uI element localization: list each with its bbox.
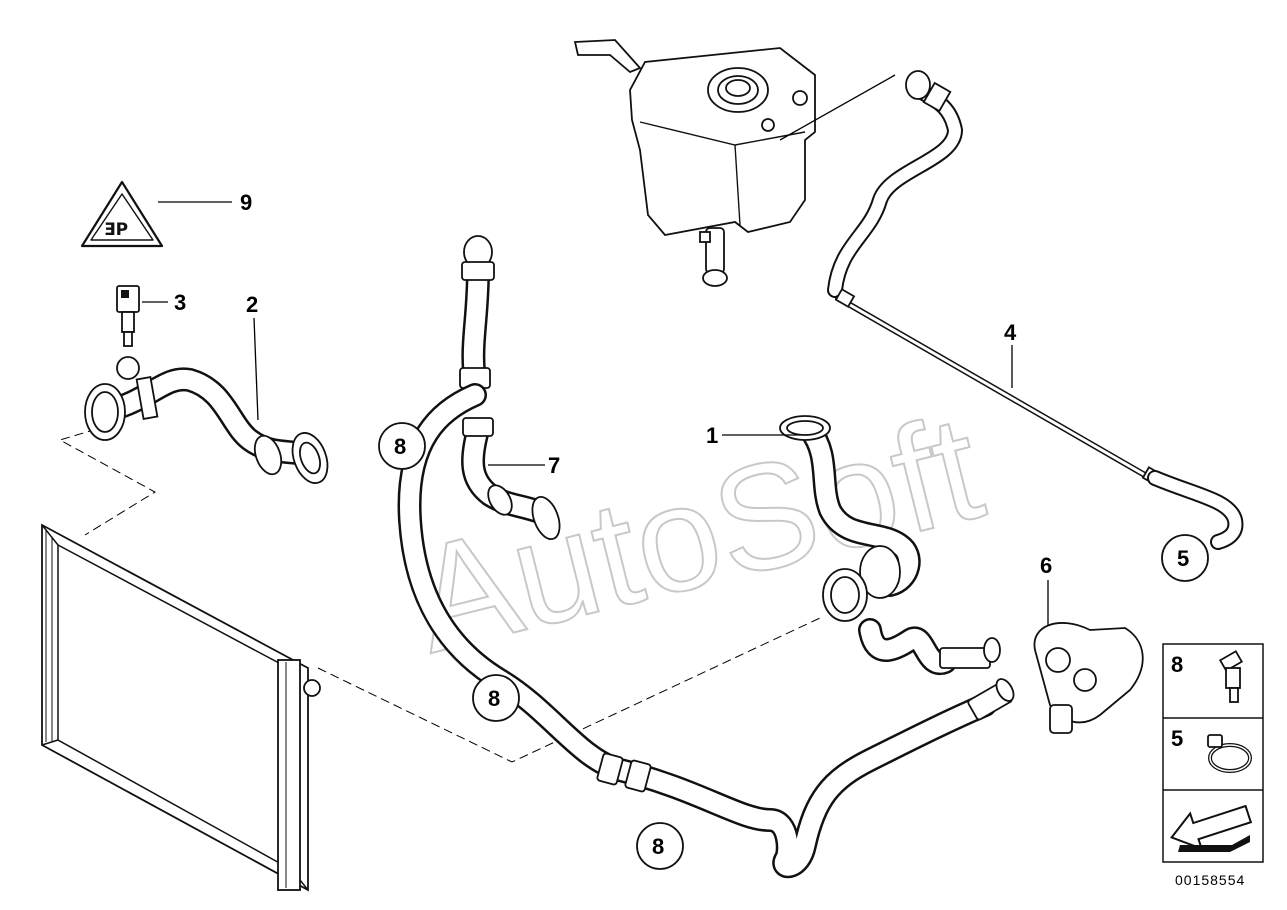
diagram-id: 00158554 [1175,872,1245,888]
expansion-tank [573,39,816,287]
callout-7: 7 [548,453,560,478]
temperature-sensor [116,285,140,347]
hose-7 [459,235,561,540]
callout-1: 1 [706,423,718,448]
svg-text:ƎP: ƎP [104,220,128,240]
circled-callout-8a: 8 [378,422,426,470]
clip-icon [1218,650,1244,703]
warning-triangle-icon: ƎP [80,180,164,248]
svg-text:8: 8 [488,686,500,711]
legend-item-8: 8 [1171,652,1183,677]
assembly-dashed-lines [58,424,821,763]
callout-9: 9 [240,190,252,215]
svg-text:8: 8 [394,434,406,459]
hose-clip-holder [1033,622,1144,734]
legend-item-5: 5 [1171,726,1183,751]
callout-2: 2 [246,292,258,317]
hose-clamp-icon [1207,734,1252,773]
hose-1 [779,415,1001,675]
arrow-icon [1170,804,1253,852]
long-lower-hose [397,383,1015,879]
circled-callout-8c: 8 [636,822,684,870]
circled-callout-8b: 8 [472,674,520,722]
radiator [41,523,321,892]
hose-2 [84,356,329,484]
hose-4 [827,70,1244,550]
svg-text:8: 8 [652,834,664,859]
circled-callout-5: 5 [1161,534,1209,582]
callout-6: 6 [1040,553,1052,578]
svg-text:5: 5 [1177,546,1189,571]
callout-3: 3 [174,290,186,315]
callout-4: 4 [1004,320,1017,345]
legend-box: 8 5 [1162,643,1264,863]
